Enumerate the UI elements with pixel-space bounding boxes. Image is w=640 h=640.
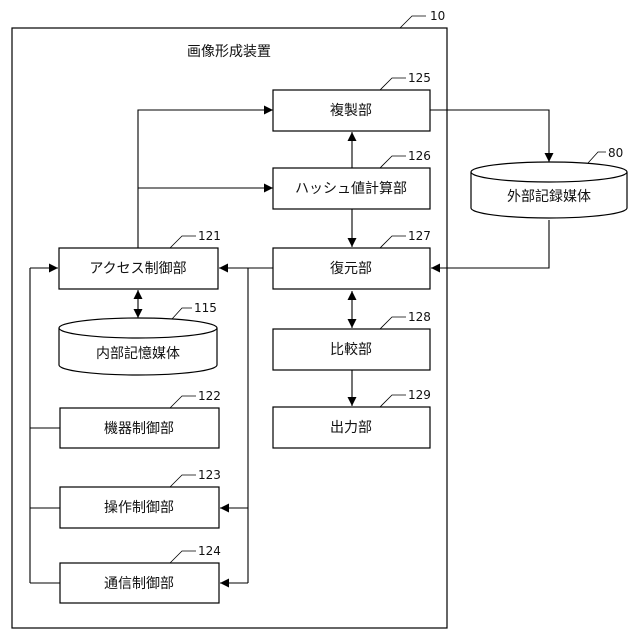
- block-comm-ctrl: 通信制御部 124: [60, 544, 221, 603]
- block-compare-ref-leader: [380, 317, 406, 329]
- block-hash-ref: 126: [408, 149, 431, 163]
- storage-internal-label: 内部記憶媒体: [96, 345, 180, 362]
- connector-copy-to-external: [430, 110, 549, 162]
- storage-external-ref: 80: [608, 146, 623, 160]
- block-operation-ctrl: 操作制御部 123: [60, 468, 221, 528]
- block-hash-label: ハッシュ値計算部: [295, 181, 407, 197]
- block-copy-ref: 125: [408, 71, 431, 85]
- block-copy-label: 複製部: [330, 102, 372, 119]
- storage-internal-ref-leader: [172, 308, 192, 319]
- block-operation-ctrl-ref-leader: [170, 475, 196, 487]
- storage-external-label: 外部記録媒体: [507, 188, 591, 205]
- block-device-ctrl-ref: 122: [198, 389, 221, 403]
- storage-internal-top: [59, 318, 217, 338]
- block-hash-ref-leader: [380, 156, 406, 168]
- block-operation-ctrl-label: 操作制御部: [104, 500, 174, 516]
- block-comm-ctrl-ref-leader: [170, 551, 196, 563]
- block-restore-ref: 127: [408, 229, 431, 243]
- block-compare-ref: 128: [408, 310, 431, 324]
- block-access-ref: 121: [198, 229, 221, 243]
- block-operation-ctrl-ref: 123: [198, 468, 221, 482]
- storage-external-top: [471, 162, 627, 182]
- block-access: アクセス制御部 121: [59, 229, 221, 289]
- device-ref: 10: [430, 9, 445, 23]
- block-output-ref: 129: [408, 388, 431, 402]
- block-comm-ctrl-label: 通信制御部: [104, 576, 174, 592]
- storage-internal-ref: 115: [194, 301, 217, 315]
- block-access-label: アクセス制御部: [89, 261, 186, 277]
- block-device-ctrl-ref-leader: [170, 396, 196, 408]
- block-restore-ref-leader: [380, 236, 406, 248]
- block-output-ref-leader: [380, 395, 406, 407]
- block-copy: 複製部 125: [273, 71, 431, 131]
- block-copy-ref-leader: [380, 78, 406, 90]
- block-comm-ctrl-ref: 124: [198, 544, 221, 558]
- connector-access-to-copy: [138, 110, 273, 248]
- storage-external-ref-leader: [588, 152, 606, 163]
- block-device-ctrl: 機器制御部 122: [60, 389, 221, 448]
- device-title: 画像形成装置: [187, 44, 271, 60]
- block-access-ref-leader: [170, 236, 196, 248]
- device-ref-leader: [400, 16, 426, 28]
- block-compare-label: 比較部: [330, 342, 372, 358]
- block-output-label: 出力部: [330, 420, 372, 436]
- block-restore-label: 復元部: [330, 260, 372, 277]
- block-device-ctrl-label: 機器制御部: [104, 421, 174, 437]
- connector-external-to-restore: [431, 220, 549, 268]
